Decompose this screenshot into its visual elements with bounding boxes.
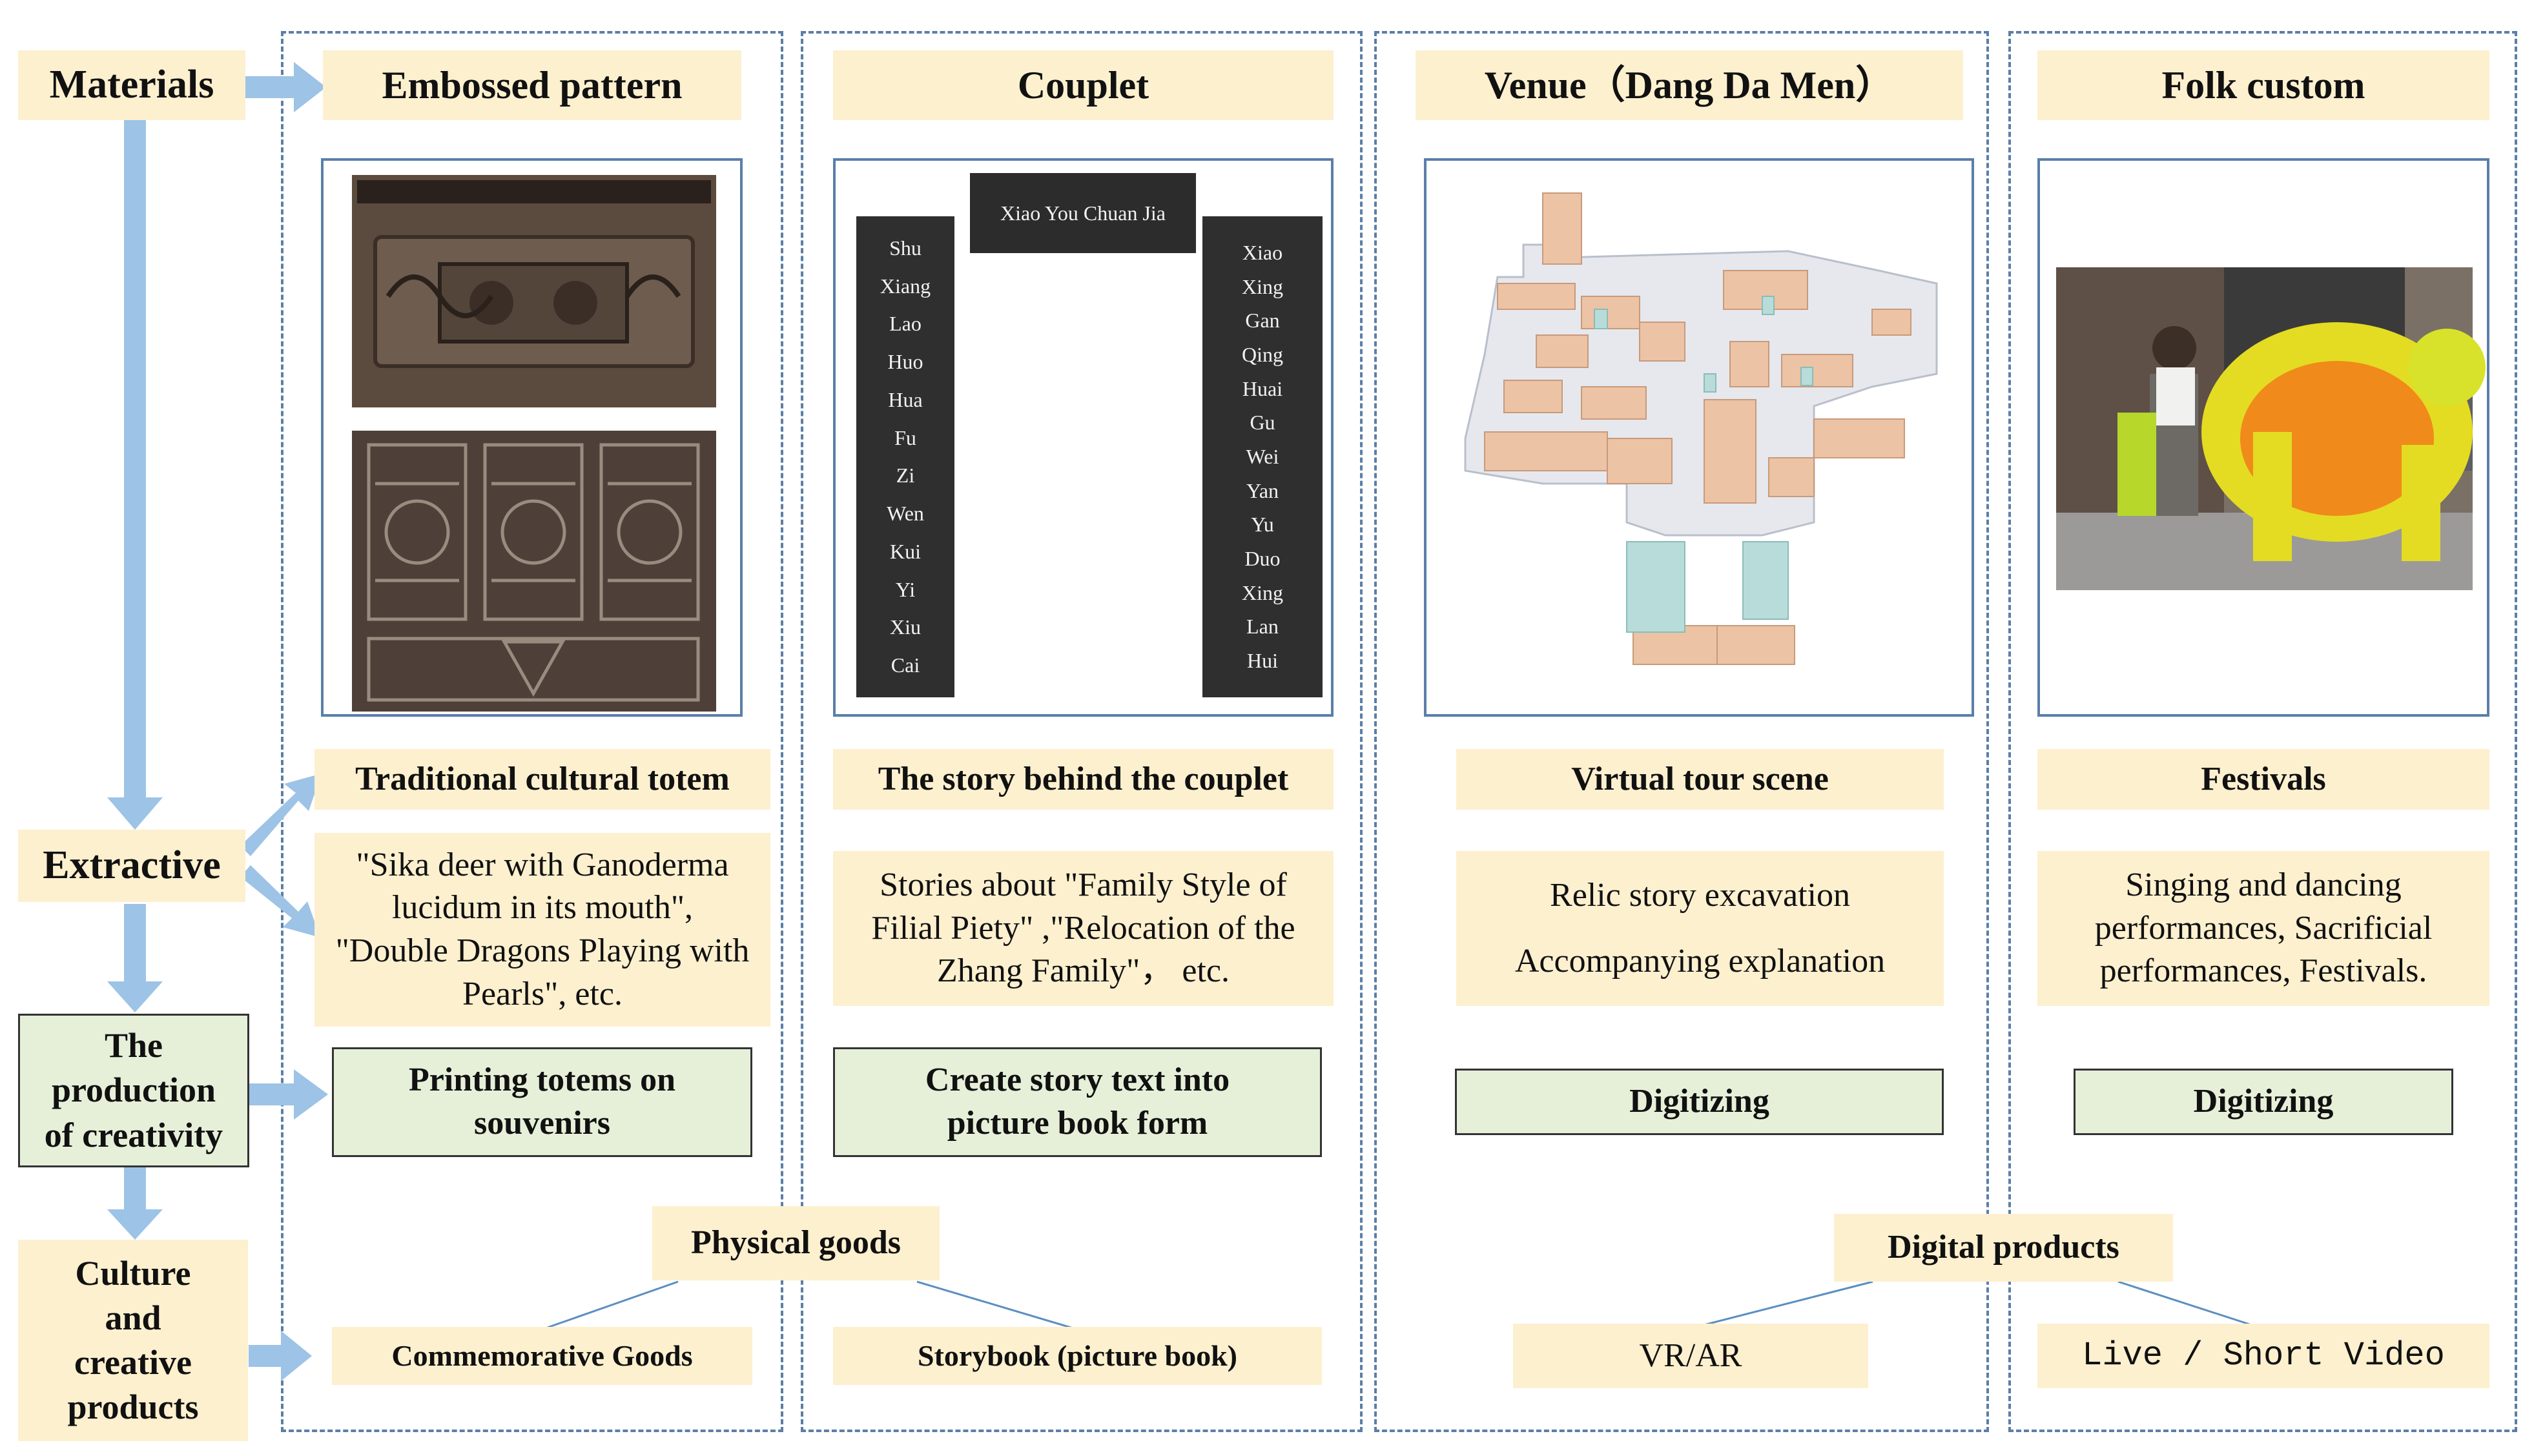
arrow-materials-to-extractive bbox=[107, 119, 163, 830]
couplet-left-word: Cai bbox=[891, 653, 920, 677]
arrow-extractive-to-totem bbox=[240, 774, 322, 856]
action-digitizing-folk: Digitizing bbox=[2074, 1069, 2453, 1135]
materials-label: Materials bbox=[18, 50, 245, 120]
product-live-short-video: Live / Short Video bbox=[2037, 1324, 2489, 1388]
header-folk-custom: Folk custom bbox=[2037, 50, 2489, 120]
arrow-materials-to-embossed bbox=[245, 62, 326, 112]
couplet-left-word: Shu bbox=[889, 236, 922, 260]
column-container-folk bbox=[2008, 31, 2517, 1432]
action-digitizing-venue: Digitizing bbox=[1455, 1069, 1944, 1135]
couplet-right-word: Xiao bbox=[1242, 240, 1283, 264]
description-totem: "Sika deer with Ganoderma lucidum in its… bbox=[314, 833, 770, 1027]
lion-dance-photo bbox=[2056, 267, 2486, 590]
header-embossed-pattern: Embossed pattern bbox=[323, 50, 741, 120]
product-storybook: Storybook (picture book) bbox=[833, 1327, 1322, 1385]
product-vr-ar: VR/AR bbox=[1513, 1324, 1868, 1388]
group-physical-goods: Physical goods bbox=[652, 1206, 940, 1280]
couplet-left-word: Hua bbox=[888, 387, 923, 411]
line-physical-to-commemorative bbox=[543, 1280, 679, 1330]
couplet-left-word: Fu bbox=[894, 426, 916, 449]
couplet-right-word: Wei bbox=[1246, 444, 1279, 468]
action-printing-totems: Printing totems on souvenirs bbox=[332, 1047, 752, 1157]
description-venue-line-2: Accompanying explanation bbox=[1514, 942, 1886, 979]
wood-carving-image bbox=[352, 175, 716, 712]
production-label: The production of creativity bbox=[18, 1014, 249, 1167]
couplet-left-word: Kui bbox=[890, 539, 921, 563]
header-venue: Venue（Dang Da Men） bbox=[1416, 50, 1963, 120]
line-digital-to-video bbox=[2117, 1280, 2264, 1330]
extractive-label: Extractive bbox=[18, 830, 245, 902]
venue-map-frame bbox=[1424, 158, 1974, 717]
subheader-virtual-tour: Virtual tour scene bbox=[1456, 749, 1944, 810]
subheader-traditional-totem: Traditional cultural totem bbox=[314, 749, 770, 810]
folk-photo-frame bbox=[2037, 158, 2489, 717]
couplet-right-word: Duo bbox=[1244, 547, 1281, 571]
product-commemorative-goods: Commemorative Goods bbox=[332, 1327, 752, 1385]
couplet-right-word: Lan bbox=[1246, 615, 1279, 639]
couplet-left-word: Xiu bbox=[890, 615, 921, 639]
description-couplet: Stories about "Family Style of Filial Pi… bbox=[833, 851, 1334, 1006]
carving-photo-frame bbox=[321, 158, 743, 717]
description-venue: Relic story excavation Accompanying expl… bbox=[1456, 851, 1944, 1006]
couplet-right-word: Huai bbox=[1242, 376, 1283, 400]
couplet-right-word: Yu bbox=[1251, 513, 1274, 537]
arrow-extractive-to-description bbox=[240, 865, 320, 938]
couplet-left-word: Xiang bbox=[880, 274, 931, 298]
group-digital-products: Digital products bbox=[1834, 1214, 2173, 1282]
description-venue-line-1: Relic story excavation bbox=[1550, 876, 1850, 914]
subheader-festivals: Festivals bbox=[2037, 749, 2489, 810]
products-label: Culture and creative products bbox=[18, 1240, 248, 1441]
column-container-couplet bbox=[801, 31, 1363, 1432]
arrow-extractive-to-production bbox=[107, 904, 163, 1012]
line-physical-to-storybook bbox=[916, 1280, 1076, 1330]
couplet-right-word: Qing bbox=[1242, 342, 1283, 366]
line-digital-to-vrar bbox=[1688, 1280, 1873, 1330]
description-festivals: Singing and dancing performances, Sacrif… bbox=[2037, 851, 2489, 1006]
column-container-embossed bbox=[281, 31, 783, 1432]
arrow-production-to-products bbox=[107, 1167, 163, 1240]
couplet-left-word: Wen bbox=[887, 502, 924, 526]
couplet-right-word: Hui bbox=[1247, 649, 1278, 673]
couplet-right-word: Gan bbox=[1245, 309, 1280, 333]
arrow-products-to-goods bbox=[249, 1331, 312, 1381]
venue-floor-plan bbox=[1464, 192, 1938, 665]
couplet-left-word: Lao bbox=[889, 312, 922, 336]
header-couplet: Couplet bbox=[833, 50, 1334, 120]
couplet-right-word: Gu bbox=[1250, 411, 1275, 435]
couplet-left-word: Yi bbox=[895, 577, 916, 601]
couplet-left-word: Huo bbox=[887, 350, 923, 374]
couplet-right-word: Xing bbox=[1242, 274, 1283, 298]
arrow-production-to-printing bbox=[249, 1069, 328, 1120]
action-story-picture-book: Create story text into picture book form bbox=[833, 1047, 1322, 1157]
couplet-top-board: Xiao You Chuan Jia bbox=[970, 173, 1196, 253]
couplet-right-word: Xing bbox=[1242, 580, 1283, 604]
subheader-story-couplet: The story behind the couplet bbox=[833, 749, 1334, 810]
column-container-venue bbox=[1374, 31, 1989, 1432]
couplet-left-word: Zi bbox=[896, 464, 915, 487]
couplet-right-word: Yan bbox=[1246, 478, 1279, 502]
